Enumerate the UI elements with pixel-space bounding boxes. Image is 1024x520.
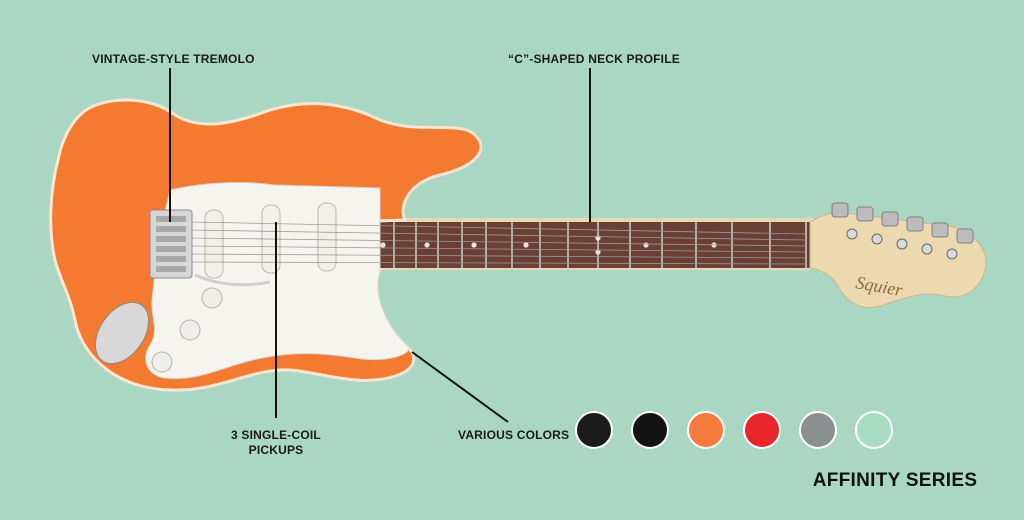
color-swatch-mint[interactable] <box>855 411 893 449</box>
callout-pickups: 3 SINGLE-COIL PICKUPS <box>220 428 332 458</box>
color-swatches <box>575 411 893 449</box>
headstock: Squier <box>809 202 987 308</box>
neck <box>340 218 815 270</box>
color-swatch-red[interactable] <box>743 411 781 449</box>
color-swatch-black-2[interactable] <box>631 411 669 449</box>
color-swatch-orange[interactable] <box>687 411 725 449</box>
callout-pickups-line2: PICKUPS <box>248 443 304 457</box>
callout-colors: VARIOUS COLORS <box>458 428 570 442</box>
color-swatch-black[interactable] <box>575 411 613 449</box>
series-title: AFFINITY SERIES <box>812 470 978 491</box>
control-knobs <box>151 287 223 373</box>
callout-pickups-line1: 3 SINGLE-COIL <box>231 428 321 442</box>
output-jack <box>94 301 150 365</box>
callout-tremolo: VINTAGE-STYLE TREMOLO <box>92 52 255 66</box>
color-swatch-gray[interactable] <box>799 411 837 449</box>
callout-neck-profile: “C”-SHAPED NECK PROFILE <box>508 52 680 66</box>
callout-lines <box>169 68 591 423</box>
